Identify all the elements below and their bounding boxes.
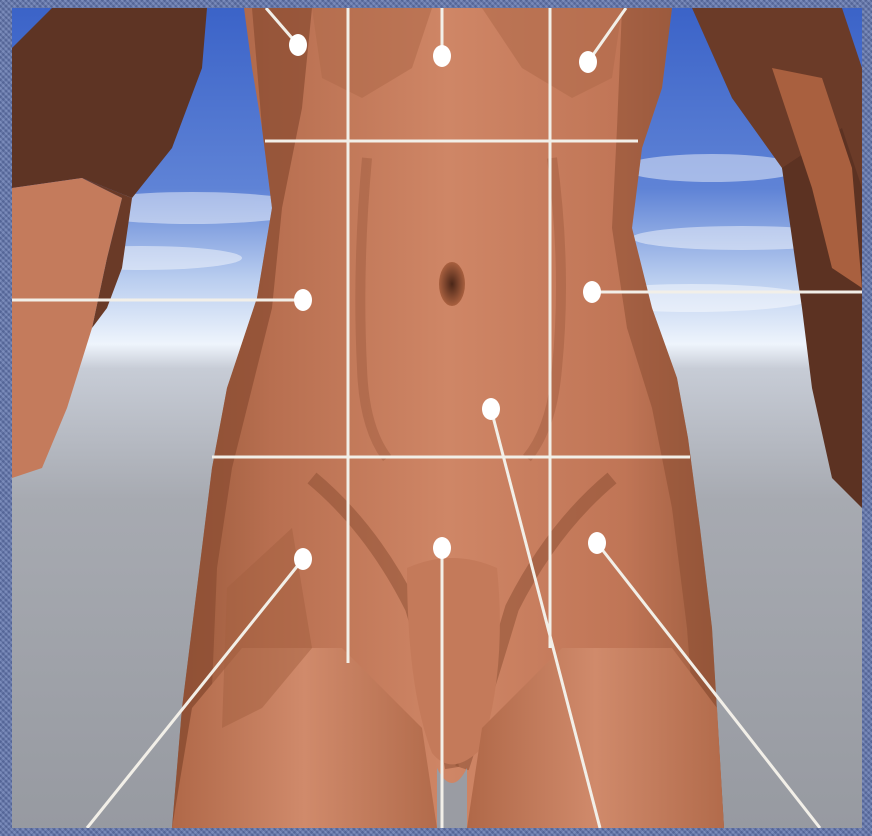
marker-upper-left [289,34,307,56]
marker-upper-right [579,51,597,73]
marker-lower-right [588,532,606,554]
marker-lower-center [433,537,451,559]
marker-middle-center [482,398,500,420]
marker-middle-right [583,281,601,303]
navel [439,262,465,306]
marker-middle-left [294,289,312,311]
marker-upper-center [433,45,451,67]
marker-lower-left [294,548,312,570]
anatomy-svg [12,8,862,828]
anatomy-illustration [12,8,862,828]
